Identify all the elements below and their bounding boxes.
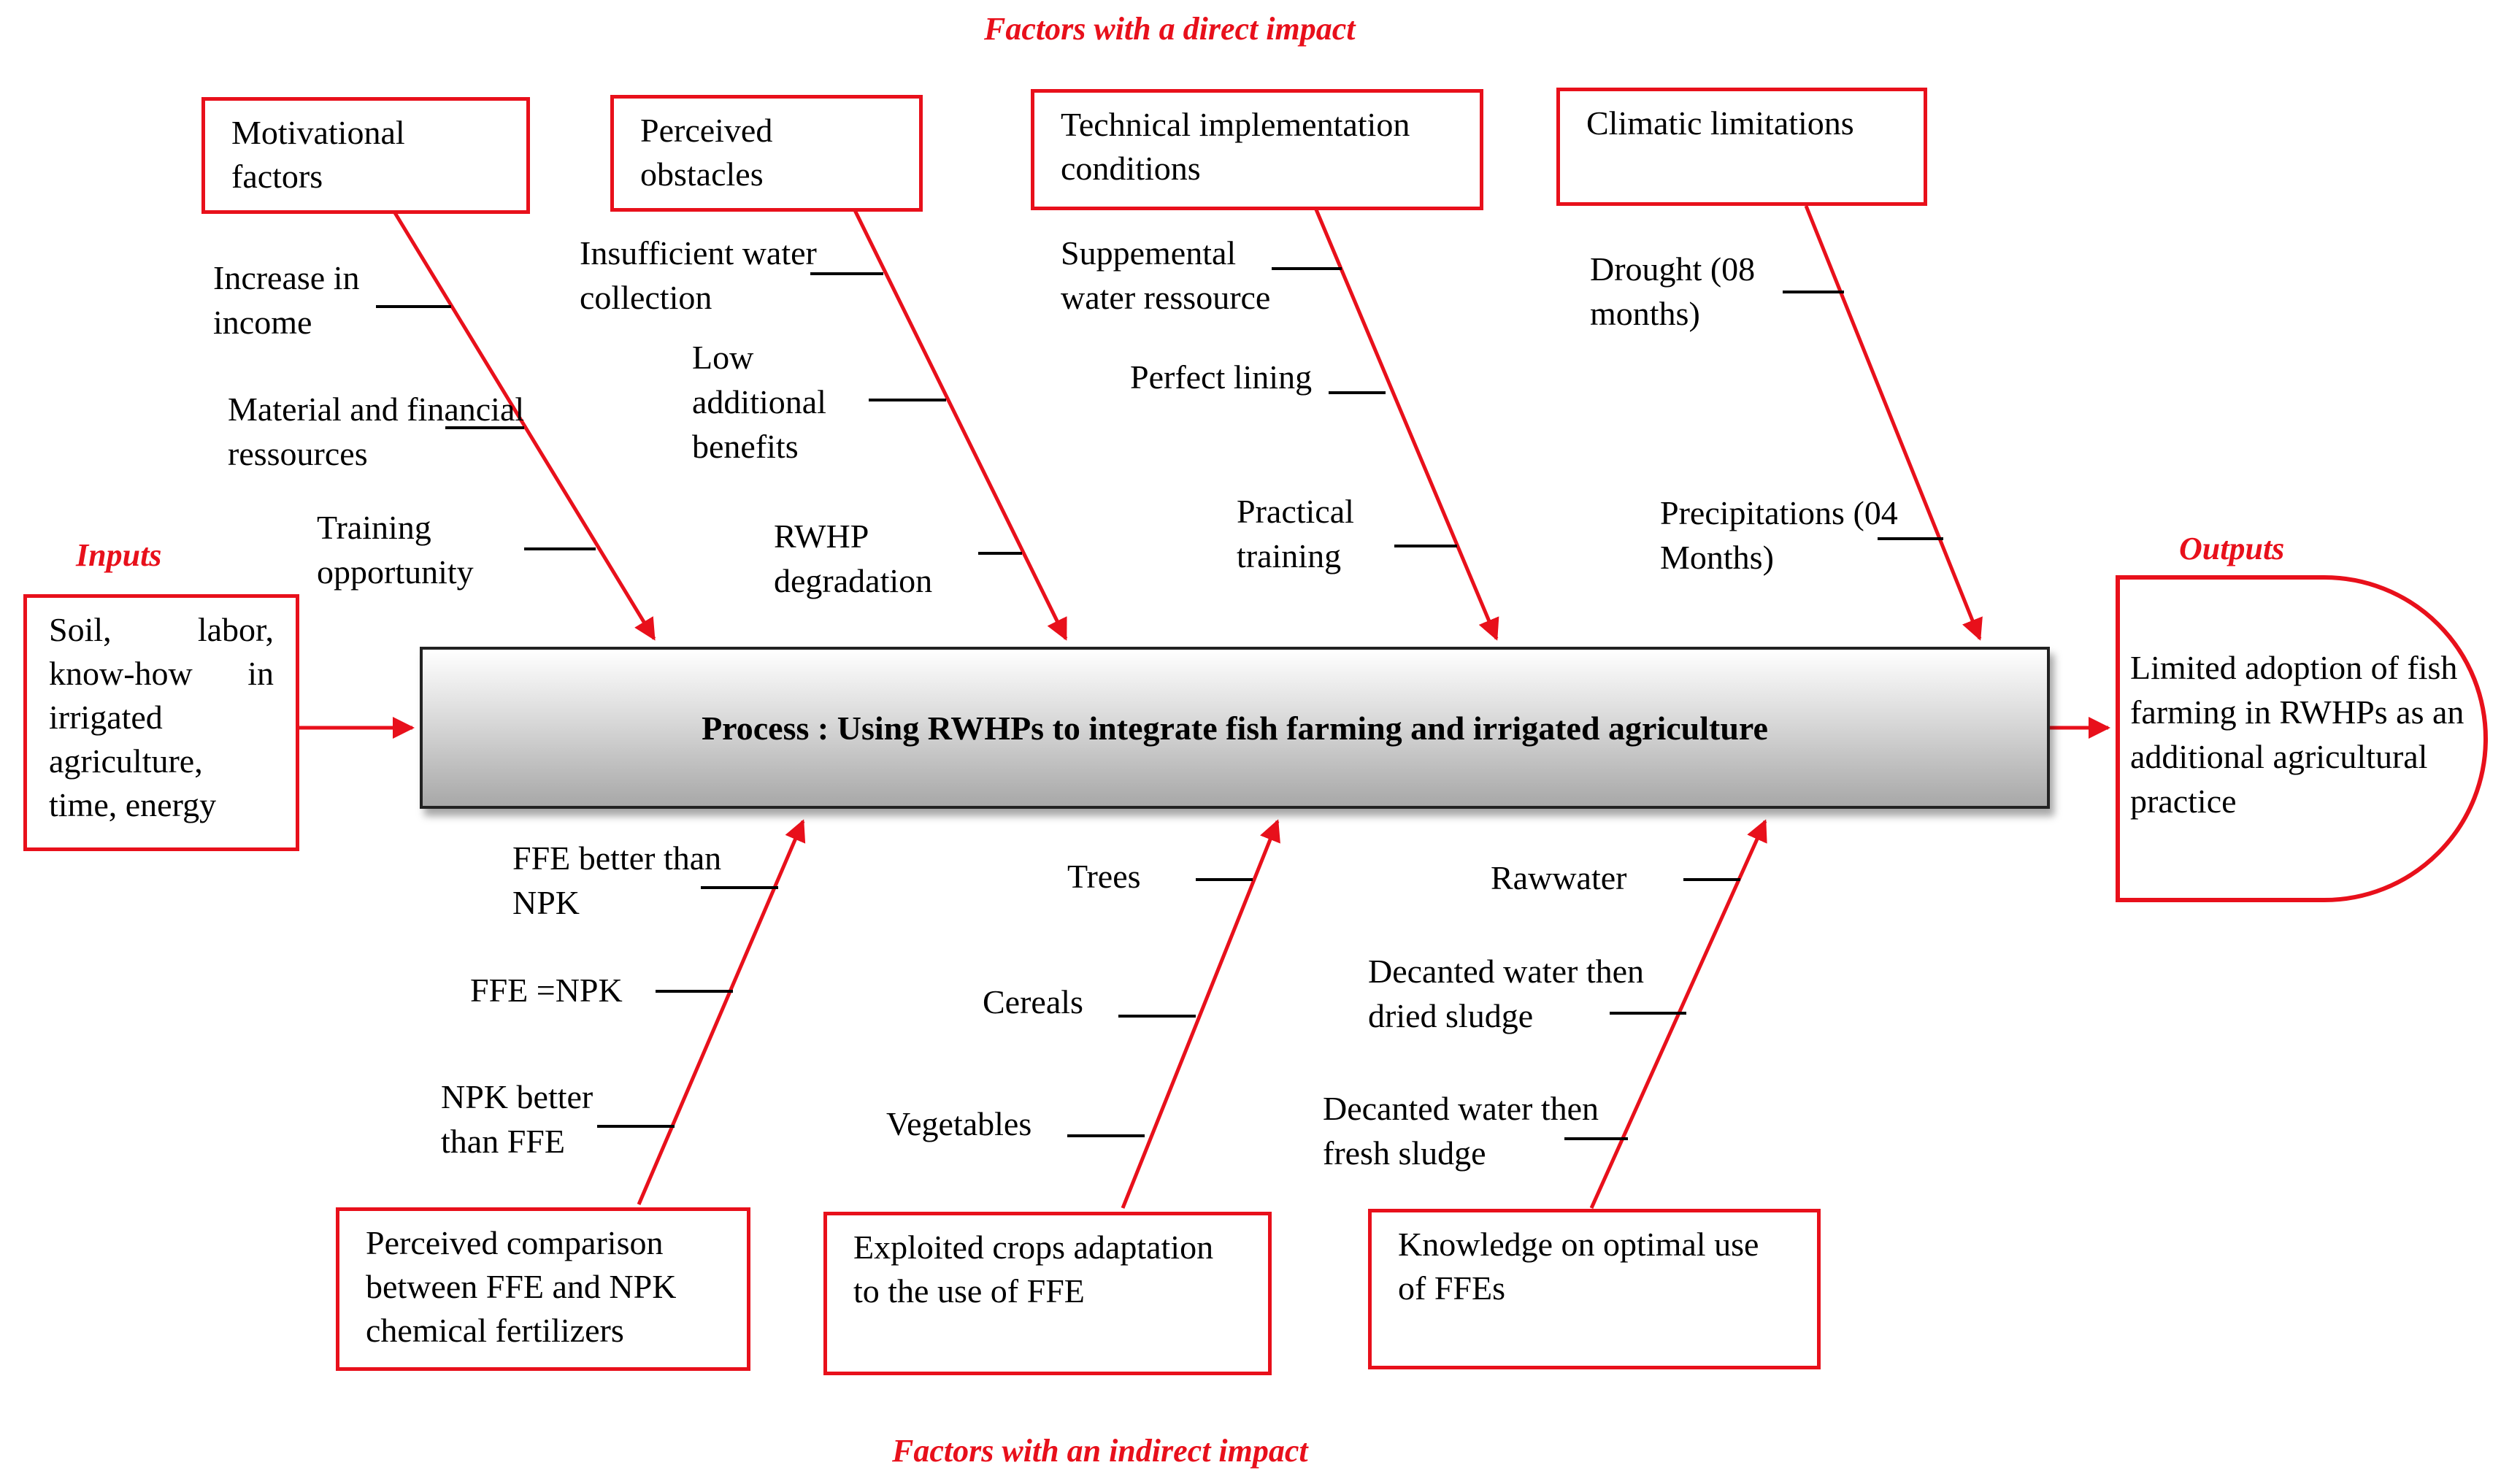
category-motivational-factors: Motivational factors: [201, 97, 530, 214]
process-label: Process : Using RWHPs to integrate fish …: [702, 709, 1768, 747]
label-practical-training: Practical training: [1237, 493, 1354, 574]
label-rawwater: Rawwater: [1491, 859, 1627, 896]
category-crops-adaptation: Exploited crops adaptation to the use of…: [823, 1212, 1272, 1375]
label-training-opportunity: Training opportunity: [317, 509, 474, 591]
category-knowledge-ffe: Knowledge on optimal use of FFEs: [1368, 1209, 1821, 1369]
label-drought: Drought (08 months): [1590, 250, 1756, 332]
label-insufficient-water: Insufficient water collection: [580, 234, 817, 316]
category-technical-implementation: Technical implementation conditions: [1031, 89, 1483, 210]
category-perceived-comparison: Perceived comparison between FFE and NPK…: [336, 1207, 750, 1371]
branch-obstacles: [852, 207, 1068, 641]
branch-motivational: [392, 210, 656, 641]
label-cereals: Cereals: [983, 983, 1083, 1020]
branch-climatic: [1804, 205, 1983, 641]
outputs-box: Limited adoption of fish farming in RWHP…: [2116, 575, 2488, 902]
label-trees: Trees: [1067, 858, 1141, 895]
label-rwhp-degradation: RWHP degradation: [774, 518, 933, 599]
label-increase-in-income: Increase in income: [213, 259, 360, 341]
label-npk-better-than-ffe: NPK better than FFE: [441, 1078, 593, 1160]
branch-technical: [1312, 204, 1499, 641]
inputs-title: Inputs: [76, 537, 162, 573]
label-perfect-lining: Perfect lining: [1130, 358, 1313, 396]
indirect-factors-title: Factors with an indirect impact: [892, 1433, 1308, 1469]
branch-comparison: [637, 819, 806, 1205]
label-decanted-dried: Decanted water then dried sludge: [1368, 953, 1645, 1034]
branch-crops: [1121, 819, 1280, 1209]
label-ffe-better-than-npk: FFE better than NPK: [512, 839, 722, 921]
inputs-box: Soil, labor, know-how in irrigated agric…: [23, 594, 299, 851]
label-ffe-equals-npk: FFE =NPK: [470, 972, 623, 1009]
direct-factors-title: Factors with a direct impact: [984, 11, 1356, 47]
label-vegetables: Vegetables: [886, 1105, 1032, 1142]
label-low-additional-benefits: Low additional benefits: [692, 339, 826, 465]
label-material-financial: Material and financial ressources: [228, 391, 525, 472]
process-box: Process : Using RWHPs to integrate fish …: [420, 647, 2050, 809]
category-climatic-limitations: Climatic limitations: [1556, 88, 1927, 206]
category-perceived-obstacles: Perceived obstacles: [610, 95, 923, 212]
outputs-title: Outputs: [2179, 531, 2285, 566]
label-supplemental-water: Suppemental water ressource: [1061, 234, 1271, 316]
label-precipitations: Precipitations (04 Months): [1660, 494, 1898, 576]
label-decanted-fresh: Decanted water then fresh sludge: [1323, 1090, 1599, 1172]
